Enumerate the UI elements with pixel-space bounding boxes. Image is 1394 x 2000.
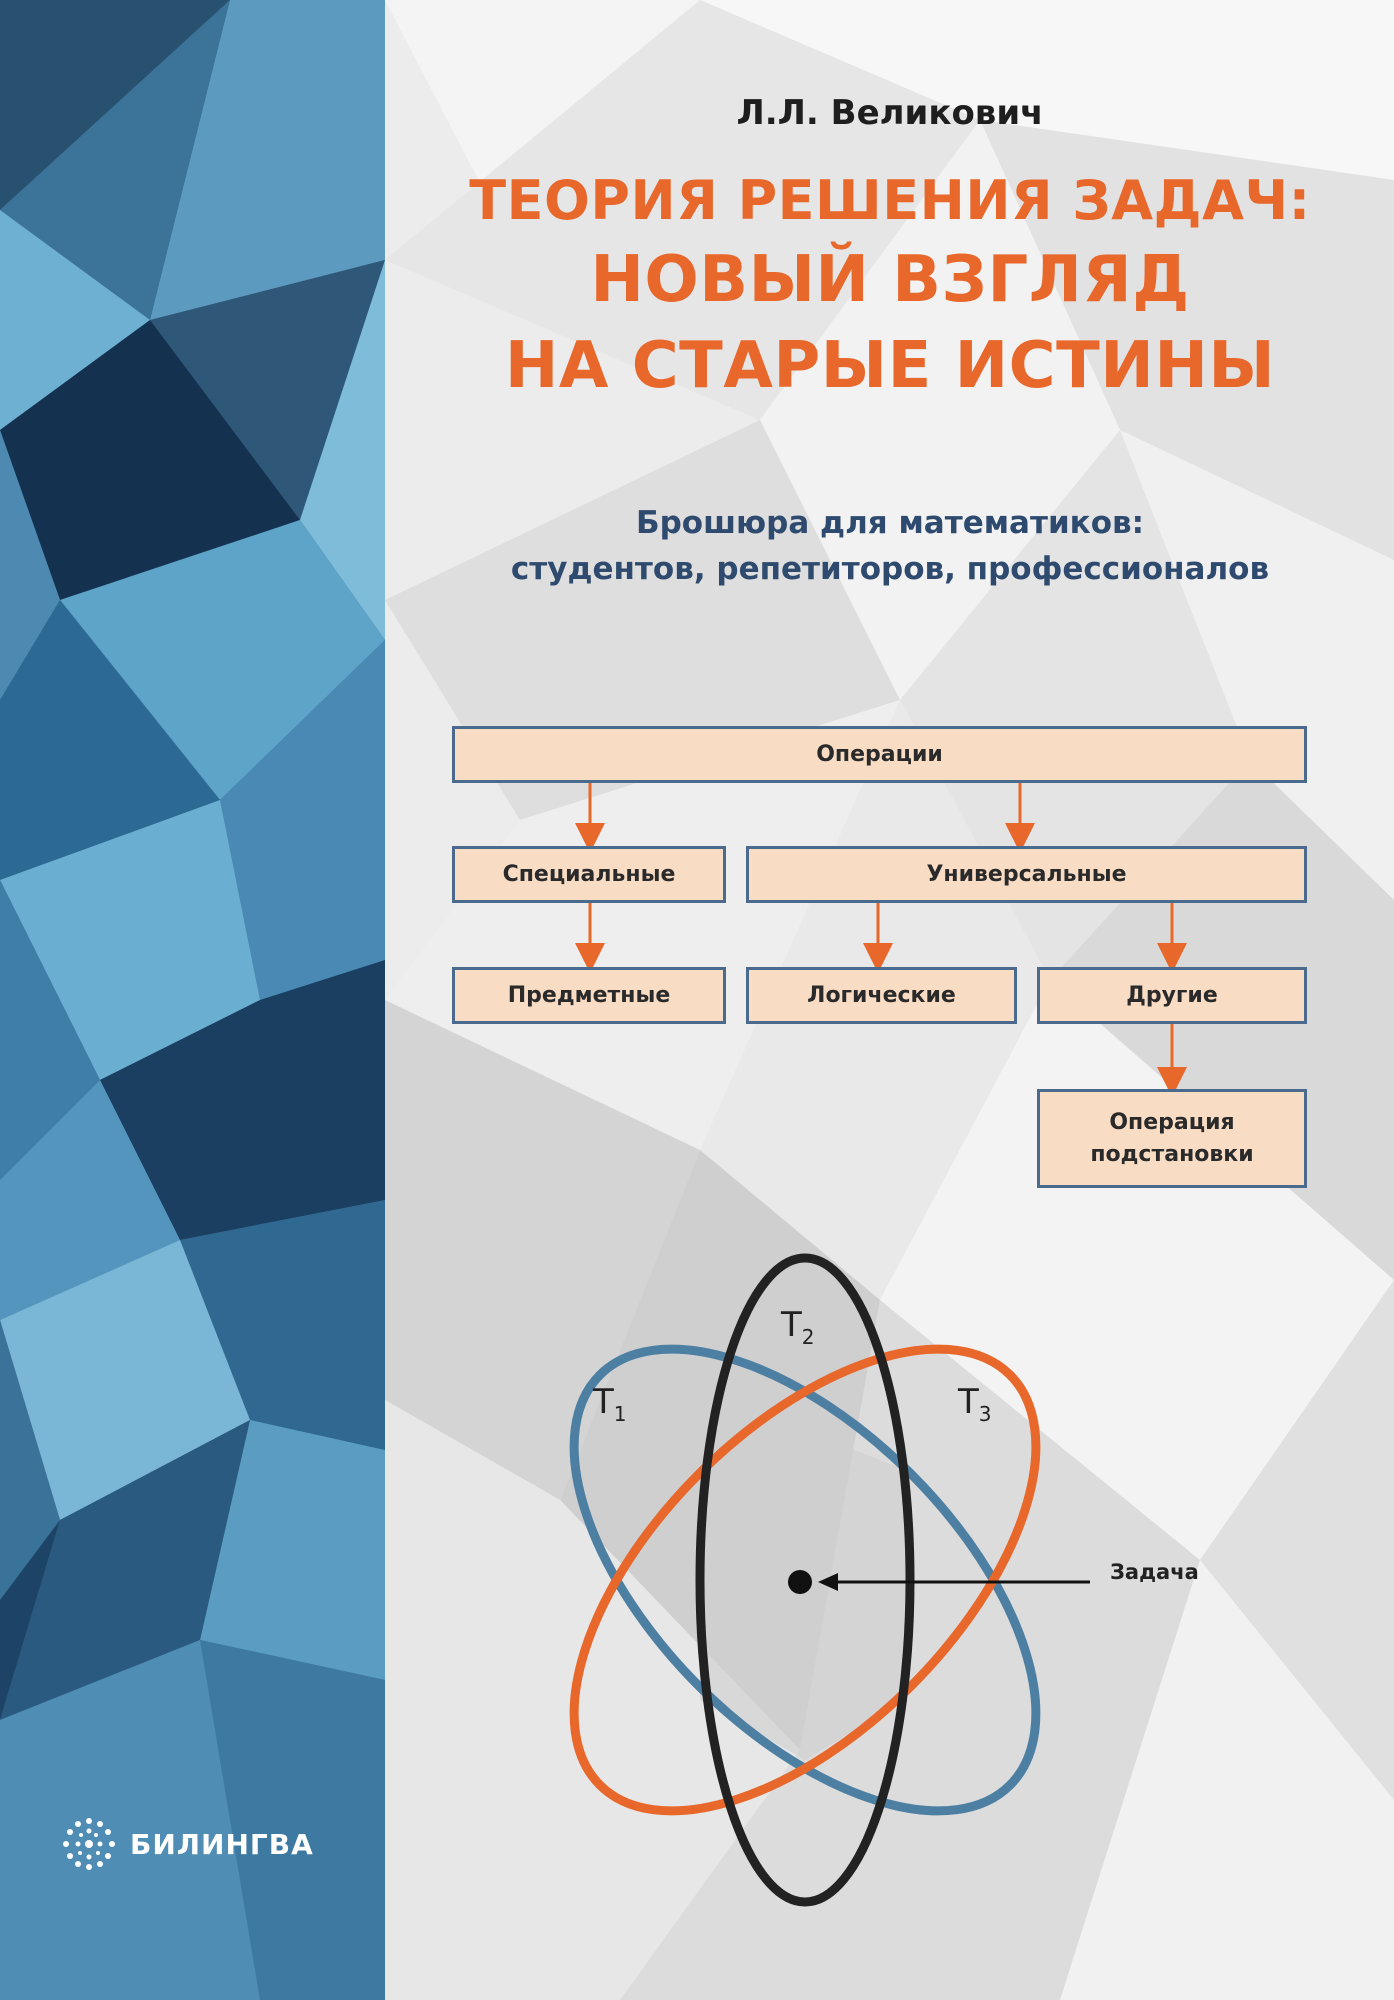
box-substitution: Операция подстановки — [1037, 1089, 1307, 1188]
box-universal: Универсальные — [746, 846, 1307, 903]
title-line-3: НА СТАРЫЕ ИСТИНЫ — [504, 329, 1276, 403]
substitution-line-2: подстановки — [1090, 1141, 1254, 1167]
publisher-logo-icon — [63, 1818, 115, 1870]
label-t1-text: T — [593, 1382, 614, 1422]
label-t3: T3 — [958, 1382, 992, 1426]
title-line-1: ТЕОРИЯ РЕШЕНИЯ ЗАДАЧ: — [469, 169, 1311, 232]
label-t2: T2 — [781, 1305, 815, 1349]
box-operations: Операции — [452, 726, 1307, 783]
box-other: Другие — [1037, 967, 1307, 1024]
blue-panel — [0, 0, 385, 2000]
label-t3-text: T — [958, 1382, 979, 1422]
label-t3-sub: 3 — [978, 1401, 992, 1426]
author-name: Л.Л. Великович — [736, 93, 1044, 133]
box-logical: Логические — [746, 967, 1017, 1024]
label-t1: T1 — [593, 1382, 627, 1426]
box-subject: Предметные — [452, 967, 726, 1024]
label-t2-sub: 2 — [801, 1324, 815, 1349]
substitution-line-1: Операция — [1109, 1109, 1235, 1135]
publisher-name: БИЛИНГВА — [130, 1827, 314, 1861]
publisher: БИЛИНГВА — [60, 1815, 314, 1873]
box-special: Специальные — [452, 846, 726, 903]
label-t2-text: T — [781, 1305, 802, 1345]
task-label: Задача — [1110, 1560, 1199, 1584]
book-subtitle: Брошюра для математиков: студентов, репе… — [385, 500, 1394, 592]
subtitle-line-1: Брошюра для математиков: — [635, 505, 1145, 541]
label-t1-sub: 1 — [613, 1401, 627, 1426]
title-line-2: НОВЫЙ ВЗГЛЯД — [590, 243, 1190, 317]
subtitle-line-2: студентов, репетиторов, профессионалов — [510, 551, 1270, 587]
book-title: ТЕОРИЯ РЕШЕНИЯ ЗАДАЧ: НОВЫЙ ВЗГЛЯД НА СТ… — [385, 165, 1394, 409]
